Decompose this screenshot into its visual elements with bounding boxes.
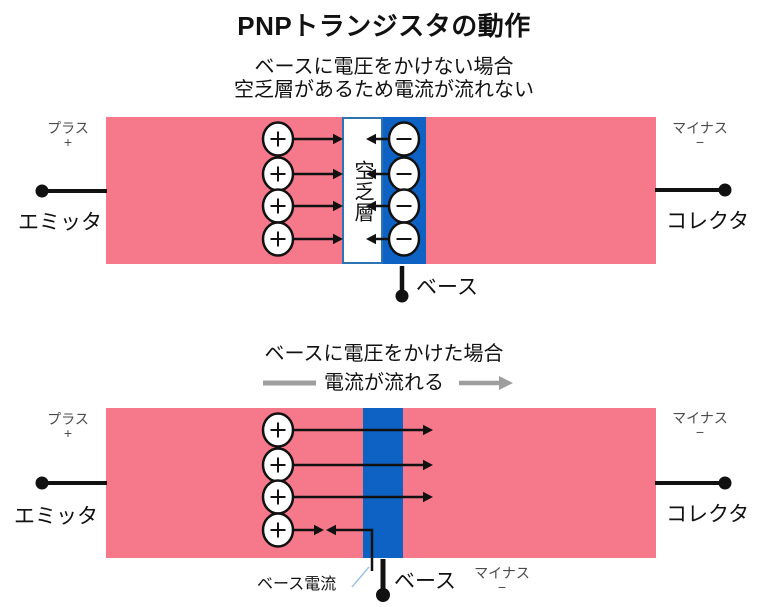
d2-base-current-label: ベース電流	[257, 576, 337, 593]
d1-emitter-label: エミッタ	[18, 211, 102, 234]
d1-collector-lead	[655, 183, 732, 197]
polarity-label: マイナス	[474, 565, 530, 581]
d1-base-label: ベース	[416, 276, 478, 299]
polarity-sign: −	[695, 424, 705, 440]
d1-collector-label: コレクタ	[666, 210, 750, 233]
polarity-sign: +	[63, 134, 73, 150]
d2-collector-label: コレクタ	[666, 503, 750, 526]
d1-emitter-lead	[35, 184, 107, 198]
d1-base-lead	[395, 266, 409, 303]
d2-collector-lead	[655, 476, 732, 490]
polarity-sign: −	[695, 134, 705, 150]
page-title: PNPトランジスタの動作	[237, 11, 531, 41]
d2-collector-polarity: マイナス −	[672, 410, 728, 439]
section2-caption-line1: ベースに電圧をかけた場合	[264, 343, 504, 365]
polarity-label: プラス	[47, 120, 89, 136]
d2-base-polarity: マイナス −	[474, 565, 530, 594]
d2-emitter-polarity: プラス +	[40, 411, 96, 440]
d1-collector-polarity: マイナス −	[672, 120, 728, 149]
section2-caption-line2: 電流が流れる	[324, 372, 444, 394]
d1-n-region	[383, 117, 426, 264]
polarity-label: プラス	[47, 411, 89, 427]
section1-caption-line1: ベースに電圧をかけない場合	[254, 56, 514, 78]
polarity-label: マイナス	[672, 120, 728, 136]
section1-caption-line2: 空乏層があるため電流が流れない	[234, 79, 534, 101]
d2-emitter-lead	[35, 476, 107, 490]
polarity-sign: −	[497, 579, 507, 595]
d1-emitter-polarity: プラス +	[40, 120, 96, 149]
d2-base-lead	[376, 559, 390, 602]
polarity-label: マイナス	[672, 410, 728, 426]
d2-base-label: ベース	[394, 570, 456, 593]
d1-depletion-label: 空乏層	[351, 159, 373, 223]
polarity-sign: +	[63, 425, 73, 441]
d1-depletion-layer	[342, 117, 383, 264]
d2-base-n-region	[363, 408, 403, 558]
d2-emitter-label: エミッタ	[14, 505, 98, 528]
